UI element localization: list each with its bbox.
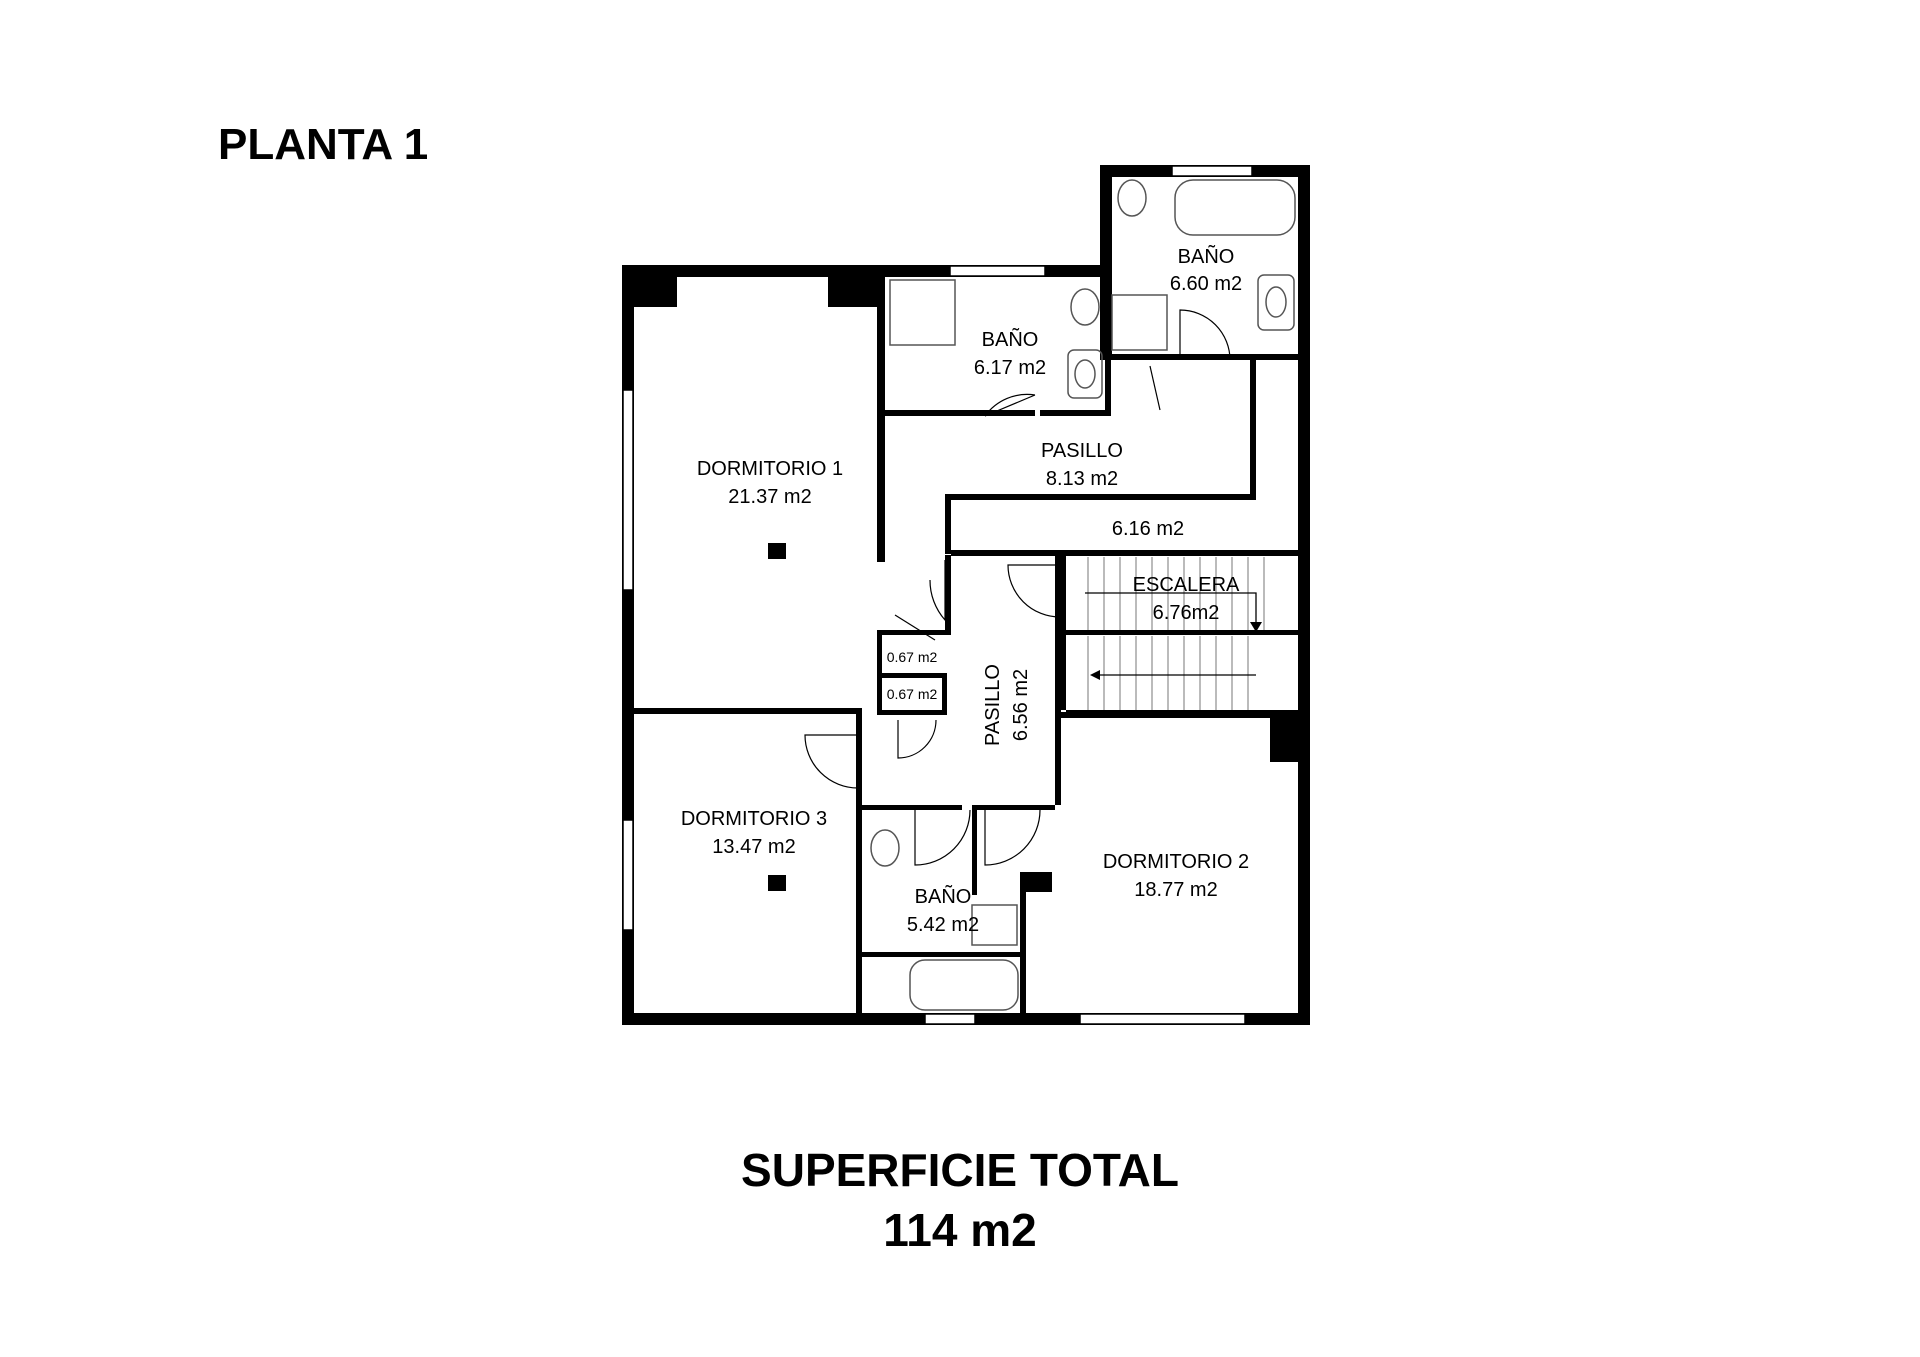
total-area-label: SUPERFICIE TOTAL bbox=[741, 1144, 1179, 1196]
interior-walls bbox=[634, 277, 1298, 1014]
windows bbox=[622, 165, 1253, 1025]
room-area-closet-2: 0.67 m2 bbox=[887, 686, 938, 702]
room-name-dormitorio-2: DORMITORIO 2 bbox=[1103, 851, 1249, 873]
toilet-icon bbox=[1070, 288, 1100, 326]
room-area-closet-1: 0.67 m2 bbox=[887, 649, 938, 665]
bathtub-icon bbox=[909, 959, 1019, 1011]
room-name-dormitorio-3: DORMITORIO 3 bbox=[681, 808, 827, 830]
toilet-icon bbox=[870, 829, 900, 867]
room-labels: DORMITORIO 1 21.37 m2 BAÑO 6.17 m2 BAÑO … bbox=[681, 244, 1249, 936]
room-name-bano-b: BAÑO bbox=[1178, 244, 1235, 268]
room-name-bano-c: BAÑO bbox=[915, 884, 972, 908]
fixtures bbox=[870, 179, 1296, 1011]
room-name-dormitorio-1: DORMITORIO 1 bbox=[697, 458, 843, 480]
room-area-bano-a: 6.17 m2 bbox=[974, 357, 1046, 379]
light-point-icon bbox=[768, 875, 786, 891]
total-area-block: SUPERFICIE TOTAL 114 m2 bbox=[0, 1140, 1920, 1260]
room-area-bano-c: 5.42 m2 bbox=[907, 914, 979, 936]
room-name-escalera: ESCALERA bbox=[1133, 574, 1240, 596]
room-area-dormitorio-2: 18.77 m2 bbox=[1134, 879, 1217, 901]
room-area-pasillo-top: 8.13 m2 bbox=[1046, 468, 1118, 490]
bathtub-icon bbox=[1174, 179, 1296, 236]
stairs bbox=[1085, 557, 1265, 710]
light-point-icon bbox=[768, 543, 786, 559]
ceiling-markers bbox=[768, 543, 786, 891]
room-area-dormitorio-1: 21.37 m2 bbox=[728, 486, 811, 508]
room-area-bano-b: 6.60 m2 bbox=[1170, 273, 1242, 295]
shower-icon bbox=[1111, 294, 1168, 351]
room-area-pasillo-vertical: 6.56 m2 bbox=[1010, 669, 1032, 741]
shower-icon bbox=[889, 279, 956, 346]
total-area-value: 114 m2 bbox=[883, 1204, 1037, 1256]
room-name-pasillo-vertical: PASILLO bbox=[982, 664, 1004, 746]
room-area-escalera: 6.76m2 bbox=[1153, 602, 1220, 624]
floor-title: PLANTA 1 bbox=[218, 120, 429, 169]
room-name-pasillo-top: PASILLO bbox=[1041, 440, 1123, 462]
toilet-icon bbox=[1117, 179, 1147, 217]
doors bbox=[804, 309, 1231, 866]
room-name-bano-a: BAÑO bbox=[982, 327, 1039, 351]
room-area-dormitorio-3: 13.47 m2 bbox=[712, 836, 795, 858]
room-area-landing: 6.16 m2 bbox=[1112, 518, 1184, 540]
